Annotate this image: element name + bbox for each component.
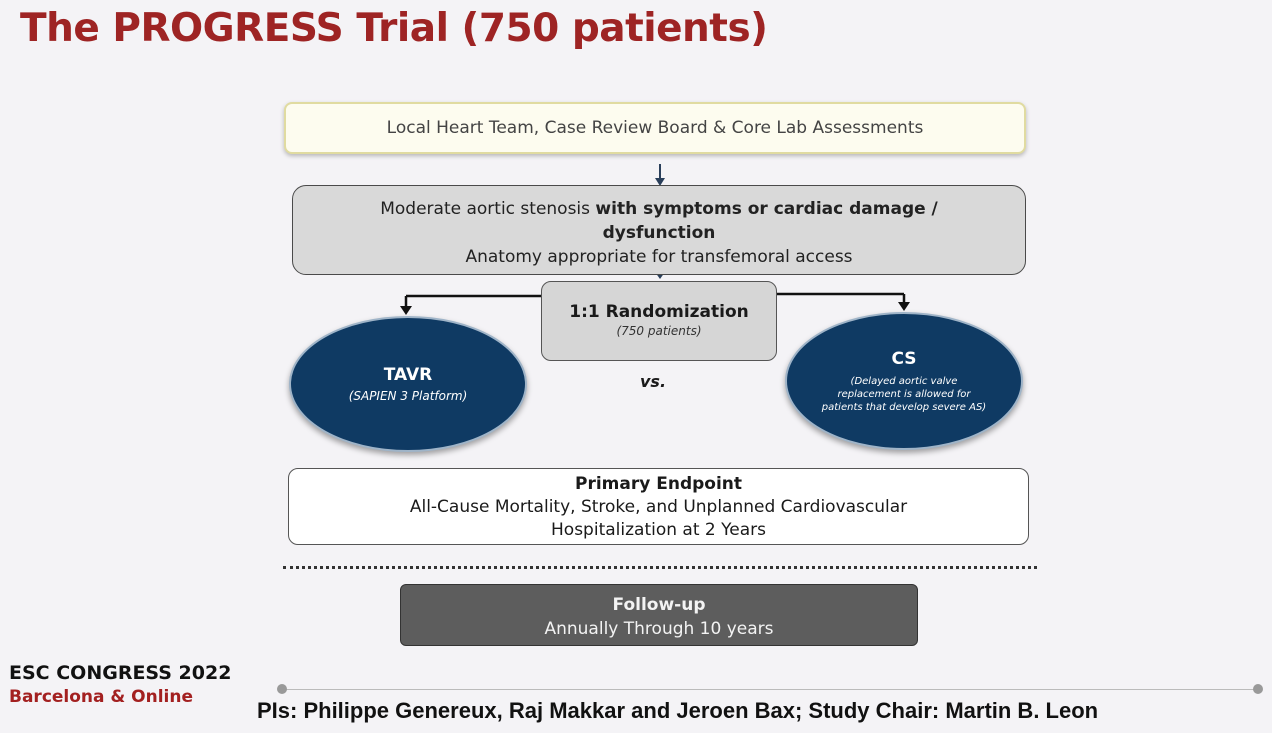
followup-box: Follow-up Annually Through 10 years <box>400 584 918 646</box>
footer-rule <box>282 689 1258 690</box>
randomization-box: 1:1 Randomization (750 patients) <box>541 281 777 361</box>
criteria-bold-text-2: dysfunction <box>602 223 716 243</box>
endpoint-line-2: Hospitalization at 2 Years <box>551 520 766 540</box>
arrowhead-left <box>400 306 412 315</box>
criteria-line-3: Anatomy appropriate for transfemoral acc… <box>465 247 853 267</box>
primary-endpoint-box: Primary Endpoint All-Cause Mortality, St… <box>288 468 1029 545</box>
cs-title: CS <box>891 348 917 369</box>
randomization-title: 1:1 Randomization <box>569 302 749 322</box>
congress-name: ESC CONGRESS 2022 <box>9 662 232 684</box>
criteria-plain-text: Moderate aortic stenosis <box>380 199 596 219</box>
footer-rule-dot-right <box>1253 684 1263 694</box>
cs-subtitle: (Delayed aortic valve replacement is all… <box>821 375 987 413</box>
arrowhead-right <box>898 302 910 311</box>
cs-arm: CS (Delayed aortic valve replacement is … <box>785 312 1023 450</box>
tavr-arm: TAVR (SAPIEN 3 Platform) <box>289 316 527 452</box>
versus-label: vs. <box>640 372 667 391</box>
endpoint-title: Primary Endpoint <box>574 474 743 494</box>
criteria-line-1: Moderate aortic stenosis with symptoms o… <box>293 197 1025 221</box>
randomization-subtitle: (750 patients) <box>616 324 702 338</box>
investigators-line: PIs: Philippe Genereux, Raj Makkar and J… <box>257 698 1099 723</box>
tavr-title: TAVR <box>383 365 433 385</box>
followup-title: Follow-up <box>612 595 706 615</box>
followup-subtitle: Annually Through 10 years <box>544 619 774 639</box>
slide-title: The PROGRESS Trial (750 patients) <box>20 6 768 51</box>
inclusion-criteria-box: Moderate aortic stenosis with symptoms o… <box>292 185 1026 275</box>
endpoint-line-1: All-Cause Mortality, Stroke, and Unplann… <box>409 497 908 517</box>
congress-location: Barcelona & Online <box>9 687 194 707</box>
assessment-box: Local Heart Team, Case Review Board & Co… <box>284 102 1026 154</box>
footer-rule-dot-left <box>277 684 287 694</box>
tavr-subtitle: (SAPIEN 3 Platform) <box>348 389 468 403</box>
dotted-divider <box>283 566 1037 569</box>
criteria-bold-text: with symptoms or cardiac damage / <box>595 199 938 219</box>
arrowhead-assess-to-criteria <box>655 178 665 186</box>
criteria-line-2: dysfunction <box>293 221 1025 245</box>
